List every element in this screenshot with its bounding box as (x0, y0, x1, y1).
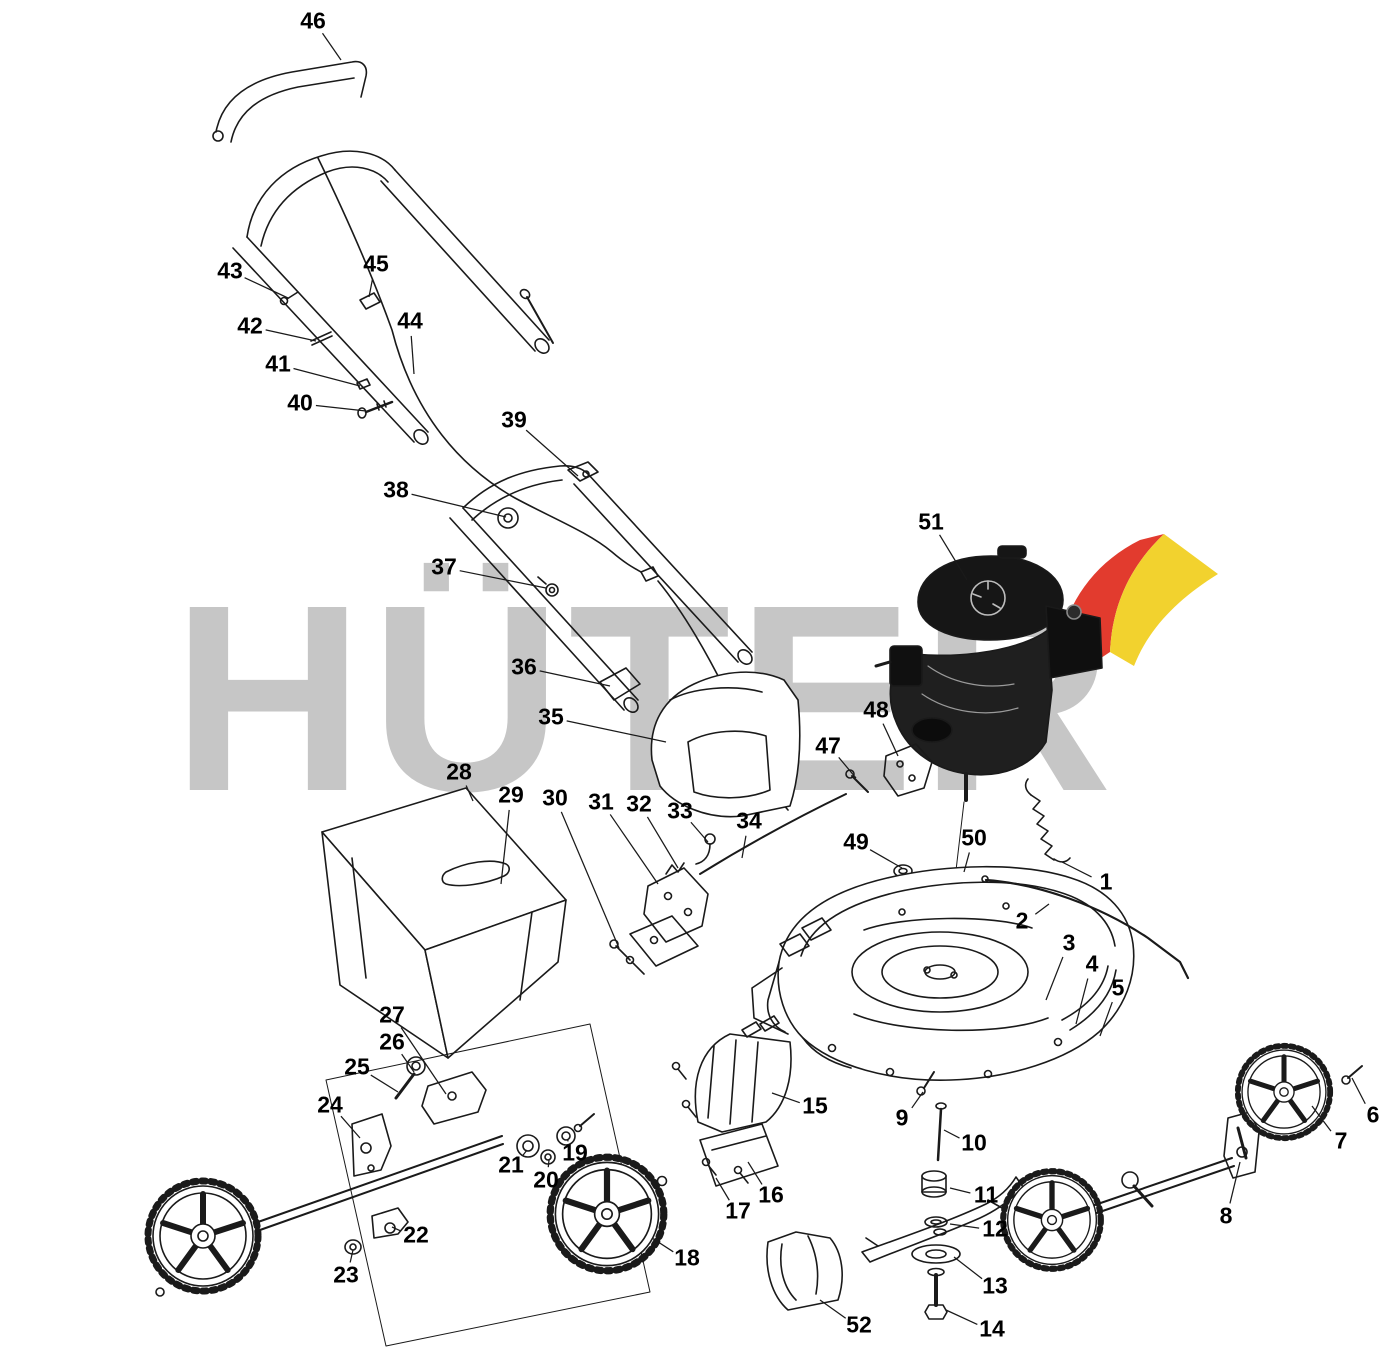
leader-13 (953, 1256, 983, 1280)
leader-40 (315, 404, 367, 412)
leader-44 (410, 335, 415, 375)
leader-24 (340, 1115, 361, 1139)
upper-handle-crossbar (212, 60, 368, 143)
wheel-rear-left (148, 1181, 258, 1291)
leader-15 (771, 1092, 800, 1104)
leader-18 (651, 1237, 674, 1253)
side-rail-and-spring (981, 778, 1190, 980)
leader-43 (244, 277, 289, 299)
left-axle-assembly (155, 1056, 595, 1297)
leader-20 (547, 1159, 550, 1168)
leader-7 (1311, 1105, 1332, 1132)
grass-bag (321, 787, 567, 1059)
leader-9 (911, 1091, 924, 1109)
leader-12 (949, 1223, 980, 1229)
wheel-front-left (550, 1157, 664, 1271)
leader-3 (1045, 956, 1064, 1001)
leader-27 (400, 1027, 447, 1095)
leader-36 (539, 670, 611, 687)
leader-49 (869, 849, 903, 869)
leader-41 (293, 367, 361, 387)
leader-30 (560, 811, 620, 949)
leader-35 (566, 720, 667, 743)
leader-26 (401, 1053, 415, 1073)
leader-34 (741, 835, 747, 859)
leader-51 (939, 534, 968, 581)
leader-33 (690, 821, 709, 843)
wheel-front-right (1003, 1171, 1101, 1269)
mulch-deflectors (671, 1015, 792, 1187)
flag-yellow-stripe (1110, 534, 1218, 666)
leader-39 (525, 429, 579, 477)
leader-38 (411, 493, 507, 518)
leader-21 (521, 1149, 528, 1157)
wheel-rear-right (1238, 1046, 1330, 1138)
leader-50 (963, 852, 970, 873)
detail-frame (325, 1023, 651, 1347)
leader-5 (1099, 1001, 1113, 1037)
rear-cover (650, 671, 801, 818)
leader-46 (321, 32, 342, 61)
discharge-scoop (766, 1231, 843, 1311)
engine (874, 545, 1103, 957)
leader-28 (465, 785, 474, 802)
leader-23 (349, 1249, 354, 1263)
leader-16 (747, 1161, 763, 1185)
mount-bracket-cluster (609, 793, 847, 975)
leader-29 (500, 809, 510, 885)
leader-31 (609, 814, 659, 885)
leader-52 (819, 1299, 847, 1319)
leader-48 (882, 723, 899, 757)
leader-4 (1075, 978, 1089, 1025)
leader-1 (1061, 861, 1092, 878)
blade-assembly (861, 1170, 1024, 1320)
upper-handle-tubes (232, 150, 554, 445)
leader-6 (1351, 1077, 1366, 1105)
leader-14 (945, 1309, 978, 1325)
handle-fasteners (279, 291, 599, 597)
leader-32 (646, 816, 679, 869)
leader-lines (244, 32, 1366, 1325)
leader-10 (943, 1129, 960, 1139)
leader-17 (715, 1177, 730, 1201)
leader-42 (265, 329, 317, 342)
leader-8 (1229, 1161, 1241, 1204)
leader-25 (370, 1074, 399, 1093)
leader-22 (391, 1226, 402, 1232)
leader-45 (368, 278, 374, 298)
leader-47 (838, 756, 857, 779)
deck (751, 865, 1135, 1081)
deck-bolts (916, 1071, 947, 1162)
leader-11 (949, 1187, 971, 1194)
leader-2 (1034, 903, 1050, 915)
right-axle-assembly (1085, 1111, 1260, 1217)
leader-37 (459, 570, 547, 589)
